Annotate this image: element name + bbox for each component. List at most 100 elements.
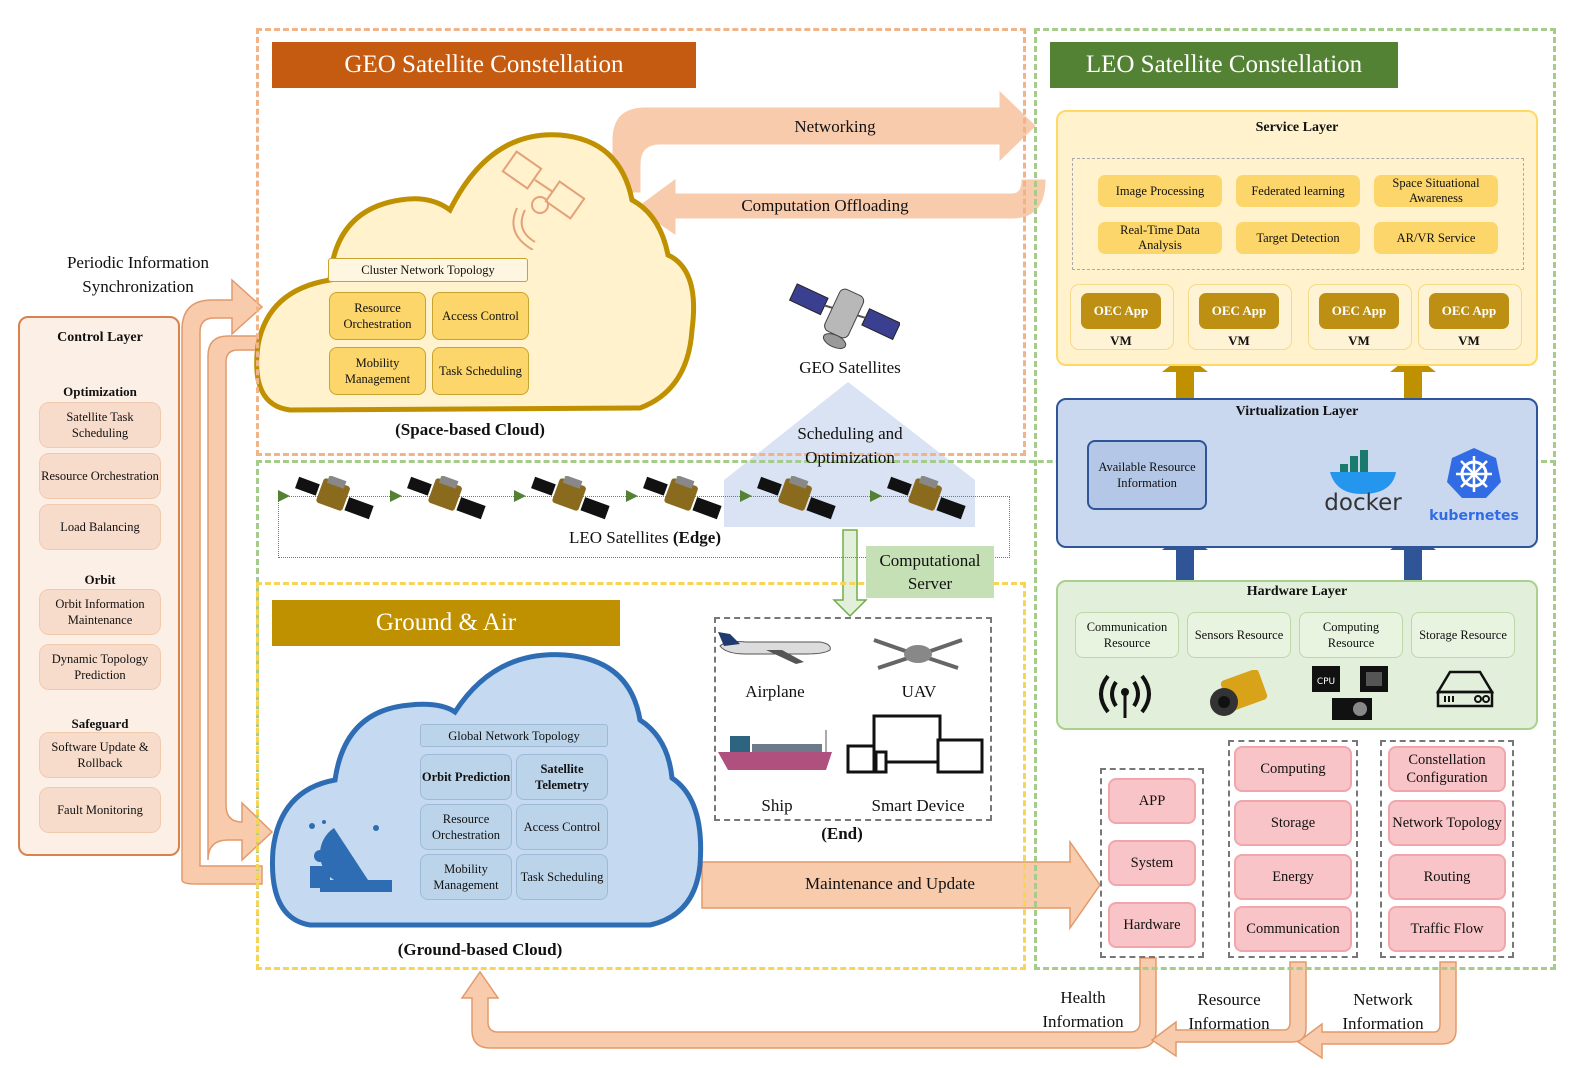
service-ar-vr[interactable]: AR/VR Service (1374, 222, 1498, 254)
vm-3[interactable]: OEC App VM (1308, 284, 1412, 350)
geo-satellite-icon (788, 283, 900, 349)
orbit-heading: Orbit (84, 572, 116, 587)
ctrl-resource-orchestration[interactable]: Resource Orchestration (39, 453, 161, 499)
network-info-label: Network Information (1342, 990, 1424, 1033)
oec-app-4[interactable]: OEC App (1429, 293, 1509, 329)
end-smart-device-label: Smart Device (871, 796, 965, 815)
geo-resource-orchestration[interactable]: Resource Orchestration (329, 292, 426, 340)
sync-arrow-outer (181, 278, 264, 885)
resource-computing[interactable]: Computing (1234, 746, 1352, 792)
leo-zone (1034, 28, 1556, 970)
hw-computing-resource[interactable]: Computing Resource (1299, 612, 1403, 658)
leo-satellite-icon (407, 476, 486, 520)
end-caption: (End) (821, 824, 863, 843)
ctrl-software-update-rollback[interactable]: Software Update & Rollback (39, 732, 161, 778)
offloading-label: Computation Offloading (741, 196, 909, 215)
ctrl-load-balancing[interactable]: Load Balancing (39, 504, 161, 550)
ctrl-dynamic-topology-prediction[interactable]: Dynamic Topology Prediction (39, 644, 161, 690)
oec-app-3[interactable]: OEC App (1319, 293, 1399, 329)
hw-storage-resource[interactable]: Storage Resource (1411, 612, 1515, 658)
scheduling-label: Scheduling and Optimization (797, 424, 903, 467)
hw-communication-resource[interactable]: Communication Resource (1075, 612, 1179, 658)
vm-1[interactable]: OEC App VM (1070, 284, 1174, 350)
cluster-network-topology: Cluster Network Topology (328, 258, 528, 282)
chain-arrow-icon (278, 490, 290, 502)
geo-access-control[interactable]: Access Control (432, 292, 529, 340)
network-traffic-flow[interactable]: Traffic Flow (1388, 906, 1506, 952)
ctrl-satellite-task-scheduling[interactable]: Satellite Task Scheduling (39, 402, 161, 448)
chain-arrow-icon (626, 490, 638, 502)
leo-edge-label: LEO Satellites (Edge) (480, 528, 810, 548)
resource-feedback-arrow (1150, 961, 1307, 1058)
network-topology[interactable]: Network Topology (1388, 800, 1506, 846)
health-info-label: Health Information (1042, 988, 1124, 1031)
ground-mobility-management[interactable]: Mobility Management (420, 854, 512, 900)
virtualization-layer-title: Virtualization Layer (1235, 404, 1359, 419)
airplane-icon (718, 632, 831, 664)
health-feedback-arrow (460, 957, 1157, 1049)
docker-logo-text: docker (1324, 490, 1402, 516)
uav-icon (873, 638, 963, 670)
chain-arrow-icon (390, 490, 402, 502)
storage-drive-icon (1435, 670, 1495, 708)
leo-edge-label-bold: (Edge) (672, 528, 722, 547)
end-ship-label: Ship (761, 796, 793, 815)
end-uav-label: UAV (901, 682, 937, 701)
computational-server-label: Computational Server (866, 546, 994, 598)
resource-storage[interactable]: Storage (1234, 800, 1352, 846)
kubernetes-helm-icon (1447, 448, 1501, 498)
network-group (1380, 740, 1514, 958)
leo-satellite-icon (643, 476, 722, 520)
ground-access-control[interactable]: Access Control (516, 804, 608, 850)
network-constellation-configuration[interactable]: Constellation Configuration (1388, 746, 1506, 792)
resource-energy[interactable]: Energy (1234, 854, 1352, 900)
ctrl-fault-monitoring[interactable]: Fault Monitoring (39, 787, 161, 833)
geo-zone (256, 28, 1026, 456)
geo-satellites-label: GEO Satellites (799, 358, 901, 377)
service-target-detection[interactable]: Target Detection (1236, 222, 1360, 254)
camera-sensor-icon (1210, 670, 1268, 716)
sync-arrow-inner (207, 335, 274, 862)
leo-satellite-chain (278, 496, 1010, 558)
resource-group (1228, 740, 1358, 958)
health-app[interactable]: APP (1108, 778, 1196, 824)
vm-label-1: VM (1110, 333, 1132, 348)
vm-2[interactable]: OEC App VM (1188, 284, 1292, 350)
ground-satellite-telemetry[interactable]: Satellite Telemetry (516, 754, 608, 800)
leo-satellite-icon (531, 476, 610, 520)
service-space-situational-awareness[interactable]: Space Situational Awareness (1374, 175, 1498, 207)
end-devices-panel (714, 617, 992, 821)
oec-app-1[interactable]: OEC App (1081, 293, 1161, 329)
sync-label: Periodic Information Synchronization (66, 253, 210, 296)
server-down-arrow (832, 529, 868, 618)
health-group (1100, 768, 1204, 958)
ground-banner: Ground & Air (272, 600, 620, 646)
ground-station-dish-icon (309, 820, 392, 892)
service-real-time-data-analysis[interactable]: Real-Time Data Analysis (1098, 222, 1222, 254)
leo-banner: LEO Satellite Constellation (1050, 42, 1398, 88)
hw-sensors-resource[interactable]: Sensors Resource (1187, 612, 1291, 658)
ground-resource-orchestration[interactable]: Resource Orchestration (420, 804, 512, 850)
networking-label: Networking (794, 117, 876, 136)
ground-task-scheduling[interactable]: Task Scheduling (516, 854, 608, 900)
space-cloud-caption: (Space-based Cloud) (395, 420, 545, 439)
antenna-signal-icon (1099, 674, 1151, 718)
geo-task-scheduling[interactable]: Task Scheduling (432, 347, 529, 395)
network-feedback-arrow (1296, 961, 1457, 1060)
network-routing[interactable]: Routing (1388, 854, 1506, 900)
leo-satellite-icon (757, 476, 836, 520)
geo-banner: GEO Satellite Constellation (272, 42, 696, 88)
ctrl-orbit-info-maintenance[interactable]: Orbit Information Maintenance (39, 589, 161, 635)
chain-arrow-icon (740, 490, 752, 502)
health-system[interactable]: System (1108, 840, 1196, 886)
resource-communication[interactable]: Communication (1234, 906, 1352, 952)
health-hardware[interactable]: Hardware (1108, 902, 1196, 948)
virt-up-arrow-1 (1162, 354, 1208, 410)
service-image-processing[interactable]: Image Processing (1098, 175, 1222, 207)
ground-orbit-prediction[interactable]: Orbit Prediction (420, 754, 512, 800)
geo-mobility-management[interactable]: Mobility Management (329, 347, 426, 395)
service-federated-learning[interactable]: Federated learning (1236, 175, 1360, 207)
docker-whale-icon (1330, 450, 1396, 494)
oec-app-2[interactable]: OEC App (1199, 293, 1279, 329)
vm-4[interactable]: OEC App VM (1418, 284, 1522, 350)
